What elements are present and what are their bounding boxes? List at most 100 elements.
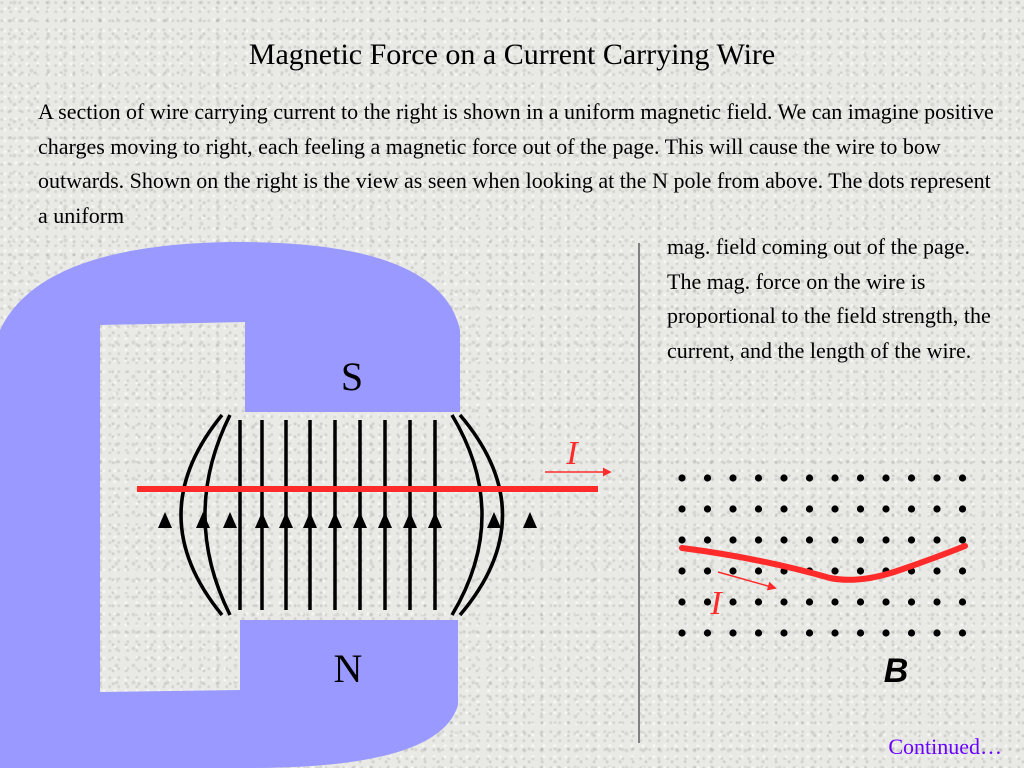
field-dot — [958, 505, 967, 513]
field-dot — [907, 536, 916, 544]
field-arrowhead — [403, 512, 417, 528]
field-dot — [831, 474, 839, 482]
field-dot — [780, 536, 788, 544]
intro-paragraph: A section of wire carrying current to th… — [38, 99, 994, 228]
field-dot — [805, 474, 814, 482]
field-dot — [729, 598, 737, 606]
continued-link[interactable]: Continued… — [888, 734, 1002, 759]
field-dot — [933, 474, 941, 482]
field-dot — [856, 505, 865, 513]
field-dot — [831, 598, 839, 606]
field-dot — [958, 474, 967, 482]
field-dot — [805, 536, 814, 544]
field-arrowhead — [196, 512, 210, 528]
field-dot — [780, 629, 788, 637]
field-dot — [703, 567, 712, 575]
field-dot — [678, 505, 686, 513]
field-dot — [856, 474, 865, 482]
field-dot — [882, 629, 890, 637]
field-arrowhead — [428, 512, 442, 528]
field-dot — [678, 567, 686, 575]
field-arrows — [158, 512, 537, 528]
field-dot — [729, 629, 737, 637]
field-dot — [754, 536, 763, 544]
field-dot — [831, 629, 839, 637]
field-dot — [882, 598, 890, 606]
field-dot — [780, 598, 788, 606]
field-line-curved — [203, 414, 232, 616]
field-dot — [856, 567, 865, 575]
field-dot — [805, 505, 814, 513]
field-arrowhead — [255, 512, 269, 528]
field-dot — [729, 474, 737, 482]
field-dot — [754, 505, 763, 513]
field-dot — [882, 536, 890, 544]
field-dot — [703, 629, 712, 637]
field-dot — [678, 474, 686, 482]
top-view-current-label: I — [709, 585, 723, 622]
field-arrowhead — [353, 512, 367, 528]
slide-title: Magnetic Force on a Current Carrying Wir… — [248, 38, 776, 71]
field-label-b: B — [884, 652, 909, 690]
field-arrowhead — [328, 512, 342, 528]
north-pole-label: N — [334, 646, 363, 691]
top-view-current-arrow — [717, 571, 777, 591]
field-line-curved — [179, 413, 224, 617]
field-dot — [933, 629, 941, 637]
field-dots — [678, 474, 967, 637]
field-dot — [703, 474, 712, 482]
field-dot — [958, 536, 967, 544]
field-arrowhead — [223, 512, 237, 528]
field-dot — [754, 598, 763, 606]
vertical-divider — [638, 243, 640, 743]
current-label: I — [565, 435, 579, 472]
field-dot — [780, 505, 788, 513]
field-dot — [678, 629, 686, 637]
field-dot — [780, 474, 788, 482]
field-dot — [933, 505, 941, 513]
field-dot — [856, 536, 865, 544]
field-dot — [678, 536, 686, 544]
field-dot — [907, 598, 916, 606]
field-arrowhead — [303, 512, 317, 528]
c-magnet — [0, 241, 460, 768]
field-dot — [856, 629, 865, 637]
field-dot — [882, 505, 890, 513]
field-dot — [729, 505, 737, 513]
field-dot — [958, 629, 967, 637]
field-dot — [882, 474, 890, 482]
field-dot — [754, 629, 763, 637]
field-arrowhead — [279, 512, 293, 528]
field-dot — [831, 536, 839, 544]
field-dot — [907, 474, 916, 482]
field-dot — [907, 629, 916, 637]
field-arrowhead — [523, 512, 537, 528]
field-dot — [805, 629, 814, 637]
field-dot — [678, 598, 686, 606]
field-dot — [729, 567, 737, 575]
field-arrowhead — [487, 512, 501, 528]
field-dot — [754, 474, 763, 482]
field-dot — [805, 598, 814, 606]
field-dot — [958, 598, 967, 606]
field-dot — [907, 505, 916, 513]
field-dot — [856, 598, 865, 606]
field-dot — [703, 536, 712, 544]
field-dot — [703, 598, 712, 606]
field-dot — [831, 567, 839, 575]
bowed-wire — [679, 543, 968, 583]
field-dot — [831, 505, 839, 513]
field-arrowhead — [378, 512, 392, 528]
field-dot — [958, 567, 967, 575]
field-dot — [933, 567, 941, 575]
field-dot — [933, 598, 941, 606]
field-dot — [729, 536, 737, 544]
field-line-curved — [458, 413, 505, 617]
field-dot — [703, 505, 712, 513]
field-arrowhead — [158, 512, 172, 528]
side-paragraph: mag. field coming out of the page. The m… — [667, 234, 991, 363]
field-line-curved — [450, 414, 484, 616]
south-pole-label: S — [341, 354, 363, 399]
field-dot — [933, 536, 941, 544]
